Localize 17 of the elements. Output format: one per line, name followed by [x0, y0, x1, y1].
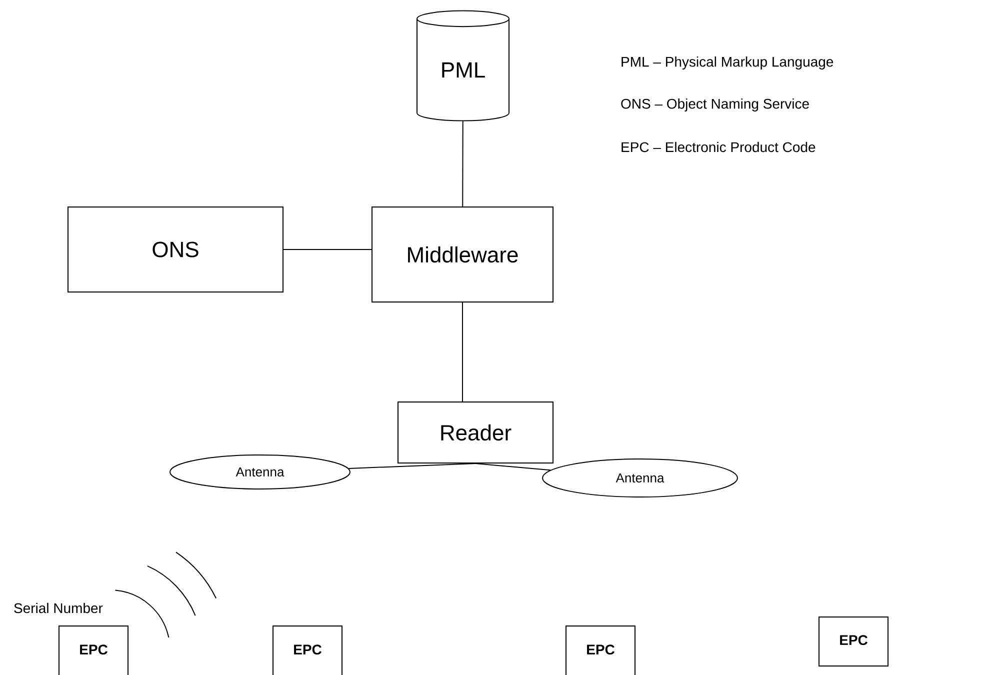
tag-box: EPC: [272, 626, 342, 675]
process-box: Reader: [398, 402, 554, 464]
database-cylinder: PML: [416, 10, 510, 122]
signal-label: Serial Number: [14, 602, 103, 614]
tag-box: EPC: [818, 616, 888, 666]
tag-box: EPC: [566, 626, 636, 675]
process-box: ONS: [68, 206, 284, 292]
connector-line: [462, 302, 463, 402]
connector-line: [283, 249, 372, 250]
abbreviation-note: PML – Physical Markup Language: [622, 56, 834, 70]
tag-box: EPC: [58, 626, 128, 675]
process-box: Middleware: [372, 206, 554, 302]
abbreviation-note: EPC – Electronic Product Code: [622, 142, 816, 152]
connector-line: [462, 120, 464, 207]
connector-line: [348, 463, 476, 469]
abbreviation-note: ONS – Object Naming Service: [621, 98, 809, 112]
connector-line: [475, 463, 551, 471]
